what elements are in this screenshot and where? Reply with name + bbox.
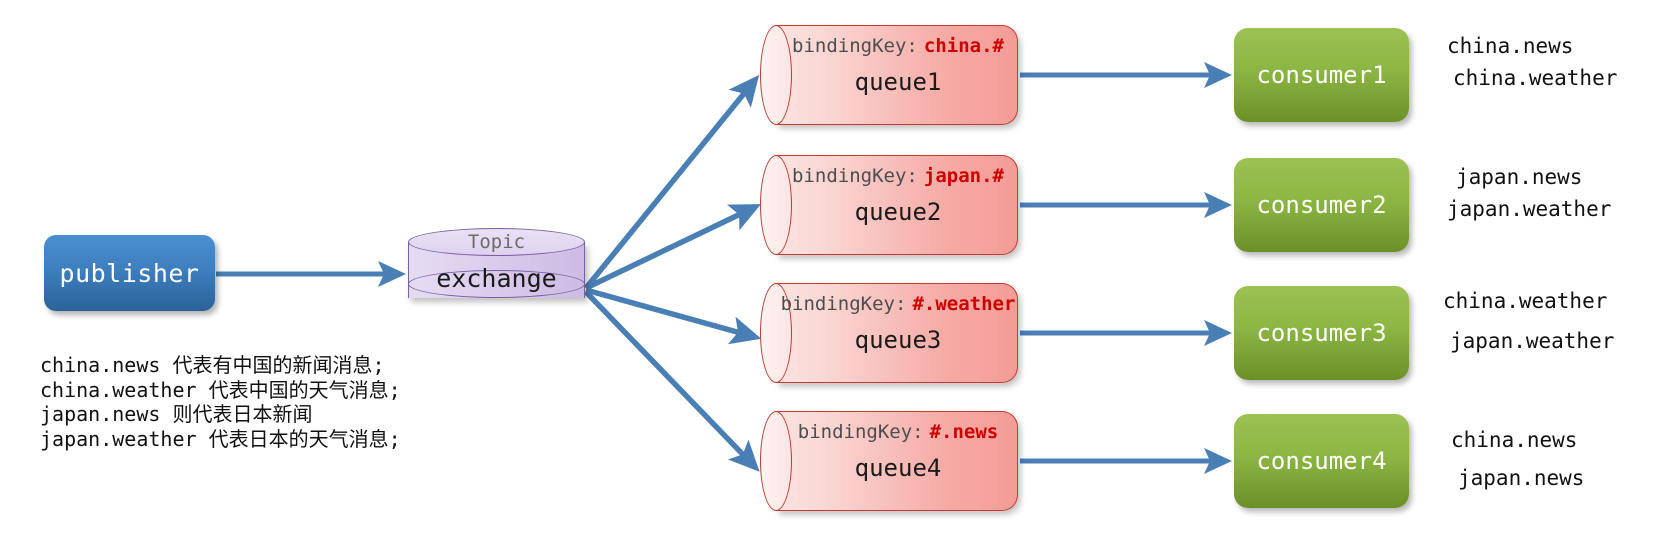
- routing-key-line: china.news: [1451, 428, 1578, 452]
- binding-key-label: bindingKey:: [792, 35, 918, 57]
- queue-name-label: queue1: [854, 68, 942, 96]
- queue-binding-key: bindingKey: china.#: [778, 31, 1018, 61]
- consumer-label: consumer3: [1256, 319, 1387, 347]
- queue-cylinder-body: [776, 25, 1018, 125]
- queue-cylinder-cap: [760, 411, 792, 511]
- exchange-node[interactable]: Topic exchange: [408, 228, 585, 312]
- exchange-name-label: exchange: [436, 263, 557, 293]
- routing-key-line: china.news: [1447, 34, 1574, 58]
- publisher-node[interactable]: publisher: [44, 235, 215, 311]
- queue-cylinder-body: [776, 155, 1018, 255]
- binding-key-label: bindingKey:: [797, 421, 924, 443]
- exchange-cylinder-top: [408, 228, 585, 256]
- routing-key-line: japan.weather: [1450, 329, 1615, 353]
- queue-node-1[interactable]: bindingKey: china.# queue1: [760, 25, 1018, 125]
- legend-line-1: china.news 代表有中国的新闻消息;: [40, 353, 385, 377]
- routing-key-line: japan.news: [1458, 466, 1585, 490]
- queue-binding-key: bindingKey: #.news: [778, 417, 1018, 447]
- queue-binding-key: bindingKey: #.weather: [778, 289, 1018, 319]
- consumer-node-3[interactable]: consumer3: [1234, 286, 1409, 380]
- routing-key-line: china.weather: [1453, 66, 1618, 90]
- legend-block: china.news 代表有中国的新闻消息; china.weather 代表中…: [40, 353, 401, 451]
- routing-key-line: japan.weather: [1447, 197, 1612, 221]
- legend-line-4: japan.weather 代表日本的天气消息;: [40, 426, 401, 451]
- edge-exchange-to-queue4: [584, 290, 760, 472]
- queue-cylinder-cap: [760, 25, 792, 125]
- consumer-2-routing-keys: japan.news japan.weather: [1447, 161, 1611, 225]
- binding-key-value: #.weather: [912, 293, 1016, 315]
- exchange-type-label: Topic: [467, 231, 526, 253]
- consumer-node-1[interactable]: consumer1: [1234, 28, 1409, 122]
- routing-key-line: japan.news: [1456, 165, 1583, 189]
- consumer-3-routing-keys: china.weather japan.weather: [1443, 285, 1614, 357]
- consumer-label: consumer1: [1256, 61, 1387, 89]
- consumer-1-routing-keys: china.news china.weather: [1447, 30, 1617, 94]
- queue-name-label: queue3: [854, 326, 942, 354]
- consumer-4-routing-keys: china.news japan.news: [1451, 424, 1584, 494]
- consumer-label: consumer4: [1256, 447, 1387, 475]
- exchange-cylinder-bottom: [408, 270, 585, 298]
- binding-key-label: bindingKey:: [792, 165, 918, 187]
- edge-exchange-to-queue2: [584, 204, 761, 291]
- routing-key-line: china.weather: [1443, 289, 1608, 313]
- binding-key-value: #.news: [929, 421, 999, 443]
- queue-cylinder-cap: [760, 283, 792, 383]
- edge-exchange-to-queue1: [583, 74, 760, 290]
- queue-node-4[interactable]: bindingKey: #.news queue4: [760, 411, 1018, 511]
- consumer-label: consumer2: [1256, 191, 1387, 219]
- queue-binding-key: bindingKey: japan.#: [778, 161, 1018, 191]
- queue-name-label: queue4: [854, 454, 942, 482]
- binding-key-label: bindingKey:: [780, 293, 907, 315]
- binding-key-value: japan.#: [923, 165, 1004, 187]
- queue-cylinder-body: [776, 283, 1018, 383]
- queue-node-2[interactable]: bindingKey: japan.# queue2: [760, 155, 1018, 255]
- consumer-node-4[interactable]: consumer4: [1234, 414, 1409, 508]
- edge-exchange-to-queue3: [585, 287, 762, 345]
- publisher-label: publisher: [59, 258, 200, 288]
- legend-line-2: china.weather 代表中国的天气消息;: [40, 377, 401, 402]
- queue-name-label: queue2: [854, 198, 942, 226]
- binding-key-value: china.#: [923, 35, 1004, 57]
- consumer-node-2[interactable]: consumer2: [1234, 158, 1409, 252]
- queue-cylinder-body: [776, 411, 1018, 511]
- queue-node-3[interactable]: bindingKey: #.weather queue3: [760, 283, 1018, 383]
- legend-line-3: japan.news 则代表日本新闻: [40, 402, 313, 426]
